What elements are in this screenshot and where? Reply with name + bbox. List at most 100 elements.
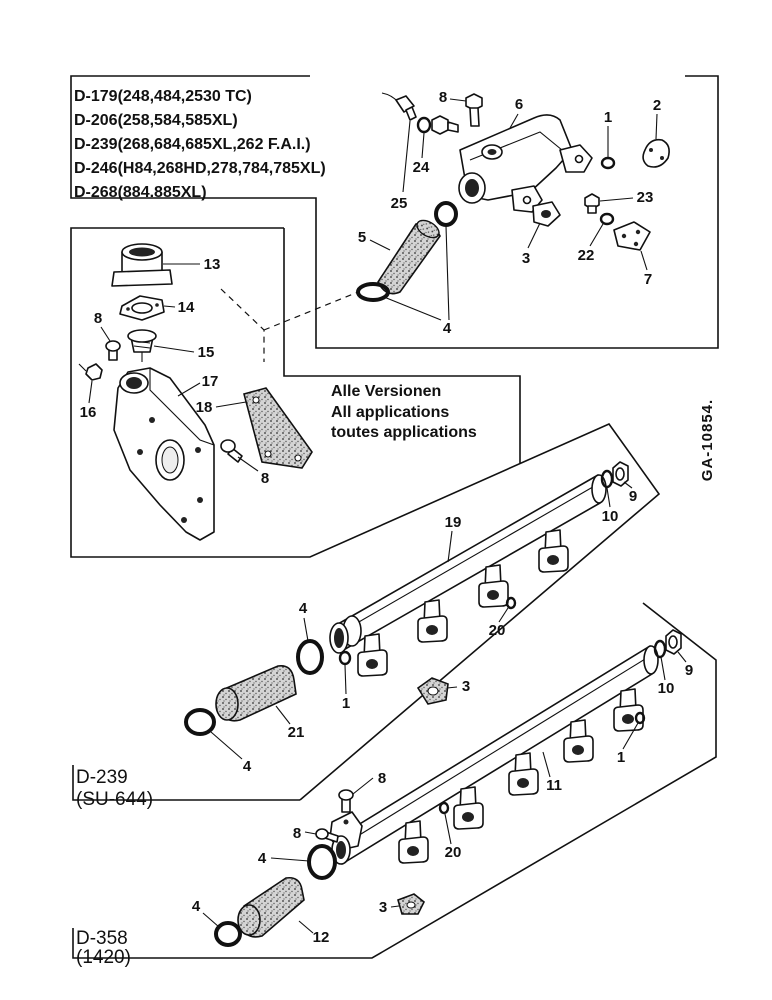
manifold-port (613, 688, 644, 732)
manifold-port (508, 752, 539, 796)
frame-lines (70, 75, 719, 959)
leader-lines (88, 98, 687, 934)
callout: 25 (391, 195, 408, 212)
applications-note: Alle Versionen All applications toutes a… (331, 383, 477, 441)
part-9-plug (612, 461, 629, 487)
drawing-number: GA-10854. (699, 399, 716, 481)
part-4-clamp (307, 844, 337, 880)
frame-left-group (70, 227, 661, 801)
part-9-plug (665, 629, 682, 655)
callout: 4 (443, 320, 452, 337)
group-variant: (SU-644) (76, 789, 153, 810)
frame-all-applications (283, 228, 521, 463)
part-20-washer (438, 801, 450, 815)
manifold-port (538, 529, 569, 573)
part-25-sender (381, 92, 417, 121)
manifold-port (478, 564, 509, 608)
part-12-hose (237, 876, 305, 938)
callout: 3 (522, 250, 530, 267)
model-line: D-246(H84,268HD,278,784,785XL) (74, 160, 326, 177)
part-3-gasket (397, 893, 426, 915)
callout: 2 (653, 97, 661, 114)
callout: 17 (202, 373, 219, 390)
model-line: D-179(248,484,2530 TC) (74, 88, 252, 105)
callout: 20 (489, 622, 506, 639)
part-3-gasket (532, 201, 561, 227)
part-2-cover (642, 138, 670, 168)
part-14-gasket (119, 295, 165, 321)
model-line: D-206(258,584,585XL) (74, 112, 238, 129)
callout: 19 (445, 514, 462, 531)
callout: 4 (258, 850, 267, 867)
part-21-hose (215, 664, 297, 722)
callouts-left: 13 14 8 15 17 16 18 8 (80, 256, 270, 487)
callouts-middle: 19 9 10 4 20 1 3 21 4 (243, 488, 637, 775)
callout: 8 (439, 89, 447, 106)
part-20-washer (505, 596, 517, 610)
callout: 13 (204, 256, 221, 273)
part-23-fitting (584, 193, 600, 214)
part-1-washer (600, 156, 616, 170)
callout: 1 (342, 695, 350, 712)
group-model: D-358 (76, 928, 128, 949)
callout: 24 (413, 159, 430, 176)
dashed-reference-line (220, 288, 265, 362)
callout: 14 (178, 299, 195, 316)
part-1-washer (634, 711, 646, 725)
part-3-gasket (416, 677, 449, 705)
model-line: D-239(268,684,685XL,262 F.A.I.) (74, 136, 311, 153)
part-8-bolt (220, 439, 243, 463)
callout: 16 (80, 404, 97, 421)
part-16-fitting (78, 363, 103, 381)
part-6-outlet-housing (458, 114, 593, 213)
part-8-bolt (105, 340, 121, 361)
callout: 4 (192, 898, 201, 915)
part-10-washer (600, 469, 614, 489)
note-line-de: Alle Versionen (331, 383, 441, 400)
note-line-fr: toutes applications (331, 424, 477, 441)
part-19-manifold (329, 474, 607, 677)
part-8-bolt (338, 789, 354, 813)
callouts-lower: 9 10 1 11 8 8 20 4 3 4 12 (192, 662, 693, 946)
manifold-port (417, 599, 448, 643)
callout: 11 (546, 777, 562, 794)
part-17-housing (113, 367, 215, 541)
callout: 8 (378, 770, 386, 787)
callout: 1 (617, 749, 625, 766)
group-label-su644: D-239 (SU-644) (76, 767, 153, 810)
callout: 3 (462, 678, 470, 695)
callout: 7 (644, 271, 652, 288)
callout: 6 (515, 96, 523, 113)
part-18-gasket (243, 387, 313, 469)
callout: 20 (445, 844, 462, 861)
callout: 8 (261, 470, 269, 487)
part-13-water-outlet (111, 243, 173, 287)
part-4-clamp (184, 708, 216, 736)
callout: 10 (658, 680, 675, 697)
callout: 3 (379, 899, 387, 916)
callout: 22 (578, 247, 595, 264)
model-list: D-179(248,484,2530 TC) D-206(258,584,585… (74, 88, 326, 201)
group-model: D-239 (76, 767, 128, 788)
part-22-washer (599, 212, 615, 226)
part-15-thermostat (127, 329, 157, 362)
manifold-port (453, 786, 484, 830)
callout: 5 (358, 229, 366, 246)
callout: 9 (685, 662, 693, 679)
callout: 4 (299, 600, 308, 617)
part-8-bolt (315, 828, 339, 843)
manifold-port (398, 820, 429, 864)
frame-su644-group (72, 765, 300, 801)
callout: 21 (288, 724, 305, 741)
callout: 8 (293, 825, 301, 842)
callout: 15 (198, 344, 215, 361)
callout: 4 (243, 758, 252, 775)
frame-top-group (70, 75, 719, 349)
part-1-washer (338, 650, 352, 666)
part-4-clamp (296, 639, 324, 675)
group-variant: (1420) (76, 947, 131, 968)
part-11-manifold (329, 645, 659, 865)
part-4-clamp (214, 921, 242, 947)
callout: 1 (604, 109, 612, 126)
